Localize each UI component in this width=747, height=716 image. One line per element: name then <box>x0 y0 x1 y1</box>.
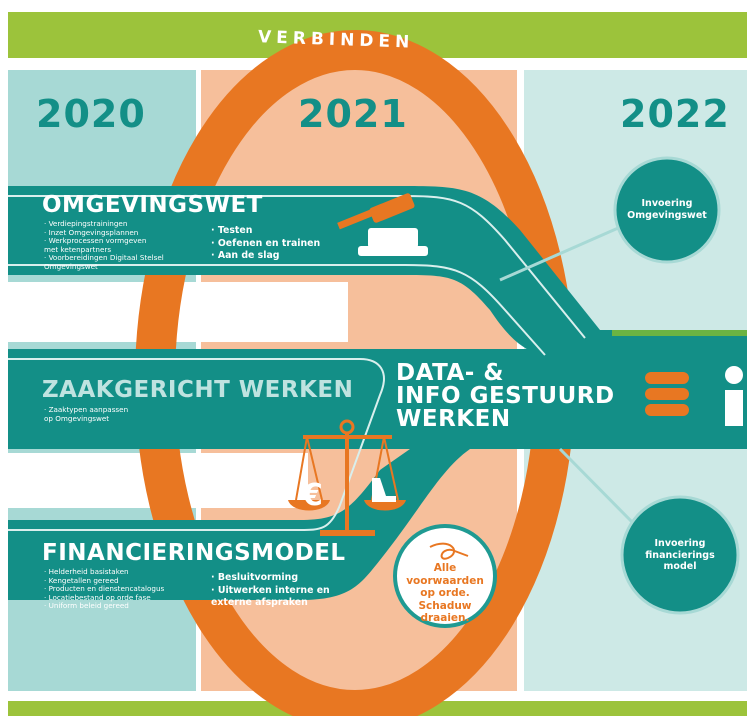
list-item: · Kengetallen gereed <box>44 575 119 585</box>
gavel-icon <box>337 193 428 256</box>
voorwaarden-badge <box>393 524 497 628</box>
grass-strip <box>612 330 747 336</box>
track-omgevingswet <box>8 186 747 360</box>
data-title-line: WERKEN <box>396 406 511 432</box>
milestone-omgevingswet-circle <box>613 156 721 264</box>
list-item: Omgevingswet <box>44 261 98 271</box>
zaakgericht-2020-list: · Zaaktypen aanpassen op Omgevingswet <box>44 405 129 423</box>
list-item: · Voorbereidingen Digitaal Stelsel <box>44 253 164 263</box>
milestone-line: model <box>663 561 697 572</box>
list-item: · Verdiepingstrainingen <box>44 219 128 228</box>
zaakgericht-title: ZAAKGERICHT WERKEN <box>42 377 354 403</box>
omgevingswet-2020-list: · Verdiepingstrainingen · Inzet Omgeving… <box>44 219 164 272</box>
milestone-line: Invoering <box>654 538 706 549</box>
list-item: · Werkprocessen vormgeven <box>44 236 147 246</box>
financiering-2021-list: · Besluitvorming · Uitwerken interne en … <box>211 572 330 610</box>
lane-line-2 <box>8 264 546 356</box>
badge-line: draaien. <box>420 612 470 624</box>
omgevingswet-2021-list: · Testen · Oefenen en trainen · Aan de s… <box>211 225 320 263</box>
data-title-line: INFO GESTUURD <box>396 383 615 409</box>
milestone-financiering-label: Invoering financierings model <box>630 538 730 573</box>
list-item: · Aan de slag <box>211 250 280 261</box>
list-item: · Zaaktypen aanpassen <box>44 405 129 414</box>
list-item: · Besluitvorming <box>211 572 299 583</box>
info-icon <box>725 366 743 426</box>
year-2022: 2022 <box>620 92 730 136</box>
milestone-line: financierings <box>645 549 715 561</box>
database-icon <box>645 372 689 416</box>
milestone-omgevingswet-label: Invoering Omgevingswet <box>617 198 717 221</box>
voorwaarden-label: Alle voorwaarden op orde. Schaduw draaie… <box>395 562 495 625</box>
list-item: met ketenpartners <box>44 244 112 254</box>
connector-omgevingswet <box>499 223 626 282</box>
data-title: DATA- & INFO GESTUURD WERKEN <box>396 362 615 431</box>
year-2021: 2021 <box>298 92 408 136</box>
lane-line-3 <box>8 358 385 531</box>
financiering-2020-list: · Helderheid basistaken · Kengetallen ge… <box>44 567 165 611</box>
list-item: · Oefenen en trainen <box>211 237 321 249</box>
list-item: · Inzet Omgevingsplannen <box>44 227 139 237</box>
route-icon <box>429 542 469 560</box>
list-item: op Omgevingswet <box>44 413 110 423</box>
list-item: externe afspraken <box>211 597 308 608</box>
badge-line: op orde. <box>420 587 470 599</box>
badge-line: Schaduw <box>418 599 472 612</box>
lane-line-1 <box>8 195 586 339</box>
omgevingswet-title: OMGEVINGSWET <box>42 192 263 218</box>
year-2020: 2020 <box>36 92 146 136</box>
balance-scale-icon <box>288 419 406 536</box>
milestone-financiering-circle <box>620 495 740 615</box>
list-item: · Producten en dienstencatalogus <box>44 584 165 594</box>
list-item: · Uniform beleid gereed <box>44 601 129 611</box>
euro-icon: € <box>301 478 323 513</box>
financiering-title: FINANCIERINGSMODEL <box>42 540 346 566</box>
badge-line: Alle voorwaarden <box>406 562 484 587</box>
stamp-icon <box>372 478 396 502</box>
list-item: · Testen <box>211 225 253 236</box>
list-item: · Helderheid basistaken <box>44 567 129 576</box>
milestone-line: Invoering <box>641 198 693 209</box>
data-title-line: DATA- & <box>396 360 504 386</box>
milestone-line: Omgevingswet <box>627 209 707 221</box>
list-item: · Locatiebestand op orde fase <box>44 592 151 602</box>
list-item: · Uitwerken interne en <box>211 584 330 596</box>
track-financiering <box>8 449 470 600</box>
connector-financiering <box>558 447 637 527</box>
